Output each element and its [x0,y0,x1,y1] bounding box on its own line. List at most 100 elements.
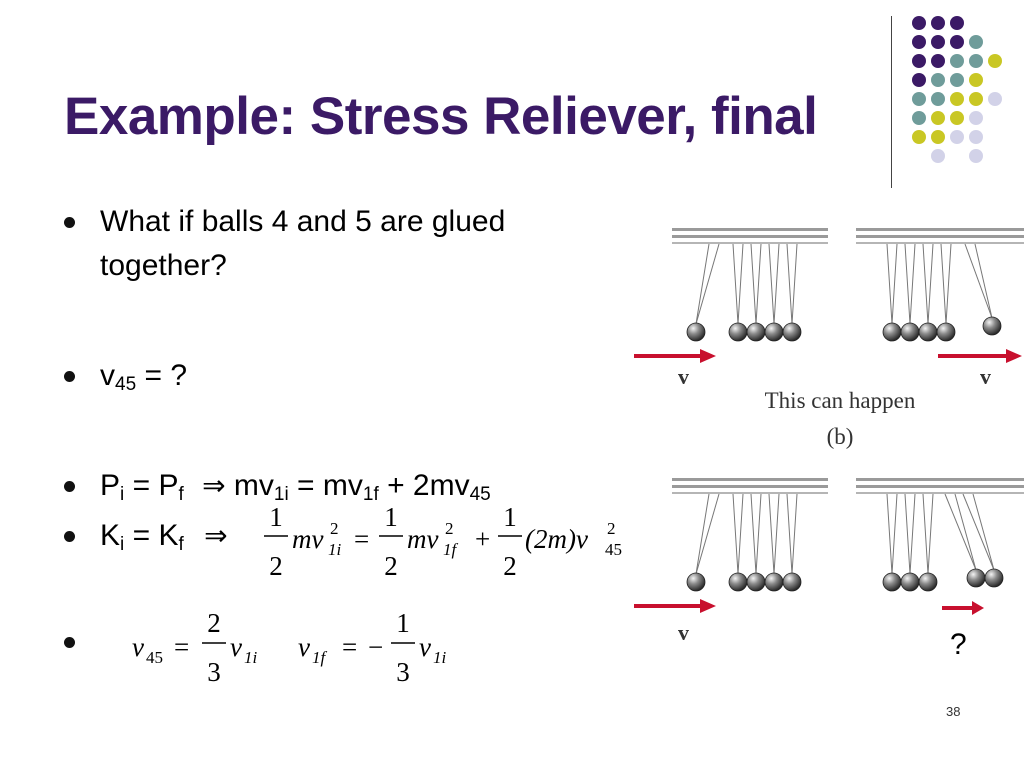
mv-term: mv [292,524,323,554]
decorative-dot [931,73,945,87]
decorative-dot [931,130,945,144]
pendulum-string [768,493,775,575]
decorative-dot [912,73,926,87]
decorative-dot [969,73,983,87]
decorative-dot [931,111,945,125]
pendulum-ball [882,322,902,342]
p-sub-f: f [178,484,184,505]
bullet-kinetic-energy: Ki = Kf ⇒ [64,514,228,558]
pendulum-string [786,493,793,575]
pendulum-string [954,493,977,571]
k-symbol: K [100,519,121,552]
pendulum-ball [728,572,748,592]
pendulum-string [755,493,762,575]
bullet-dot [64,217,75,228]
velocity-arrow-head [1006,349,1022,363]
pendulum-string [927,243,934,325]
cradle-bar [856,478,1024,481]
bullet-glued-question: What if balls 4 and 5 are glued together… [64,200,506,288]
bullet-dot [64,371,75,382]
pendulum-string [922,493,929,575]
pendulum-string [768,243,775,325]
cradle-bar [672,228,828,231]
figure-sublabel: (b) [827,424,854,449]
frac-num: 1 [269,502,283,532]
equals: = [124,469,159,502]
v-subscript: 45 [115,374,137,395]
decorative-dot [912,111,926,125]
plus-2mv: + 2mv [378,469,470,502]
cradle-bar [672,478,828,481]
frac-num: 1 [503,502,517,532]
frac-num: 1 [384,502,398,532]
cradle-bar [672,235,828,238]
pendulum-ball [782,572,802,592]
v-symbol: v [298,632,310,662]
pendulum-string [962,493,995,571]
pendulum-string [909,493,916,575]
pendulum-string [927,493,934,575]
pendulum-string [773,493,780,575]
velocity-arrow-head [700,599,716,613]
mass-velocity-term: (2m)v [525,524,588,554]
pendulum-string [886,243,893,325]
pendulum-ball [918,572,938,592]
velocity-arrow-head [700,349,716,363]
decorative-dot [950,54,964,68]
frac-den: 3 [207,657,221,687]
pendulum-string [695,243,720,325]
decorative-dot [931,35,945,49]
decorative-dot [912,16,926,30]
mv-term-2: = mv [288,469,363,502]
cradle-bar [856,242,1024,244]
cradle-bar [856,485,1024,488]
pendulum-ball [936,322,956,342]
frac-num: 2 [207,608,221,638]
pendulum-string [750,493,757,575]
frac-den: 2 [384,551,398,581]
bullet-text-line1: What if balls 4 and 5 are glued [100,205,506,238]
sub-1f: 1f [443,540,459,559]
decorative-dot [931,54,945,68]
pendulum-ball [686,572,706,592]
pendulum-ball [746,572,766,592]
cradle-bar [672,492,828,494]
decorative-dot [950,73,964,87]
mv-term: mv [407,524,438,554]
bullet-momentum: Pi = Pf ⇒ mv1i = mv1f + 2mv45 [64,464,491,508]
newtons-cradle-figure: v v This can happen (b) v [634,228,1024,645]
pendulum-string [974,243,993,319]
pendulum-string [972,493,995,571]
pendulum-string [695,493,710,575]
p-symbol: P [100,469,121,502]
decorative-dot [988,92,1002,106]
equals: = [174,632,189,662]
pendulum-string [922,243,929,325]
k-sub-i: i [120,534,125,555]
pendulum-string [732,493,739,575]
question-mark: ? [950,628,967,661]
squared: 2 [445,519,454,538]
sub-1i: 1i [328,540,342,559]
bullet-dot [64,531,75,542]
result-equations: v 45 = 2 3 v 1i v 1f = − 1 3 v 1i [132,608,447,687]
pendulum-string [786,243,793,325]
sub-45: 45 [605,540,622,559]
velocity-label-bottom: v [678,620,689,645]
sub-45: 45 [469,484,491,505]
pendulum-string [695,243,710,325]
pendulum-string [964,243,993,319]
bullet-dot [64,637,75,648]
decorative-dot [969,54,983,68]
decorative-dot [950,16,964,30]
decorative-dot [912,130,926,144]
figure-caption: This can happen [765,388,916,413]
decorative-dot [969,111,983,125]
pendulum-string [891,493,898,575]
cradle-bar [856,228,1024,231]
frac-den: 3 [396,657,410,687]
bullet-text-line2: together? [100,249,227,282]
slide-title: Example: Stress Reliever, final [64,87,818,146]
mv-term: mv [225,469,274,502]
